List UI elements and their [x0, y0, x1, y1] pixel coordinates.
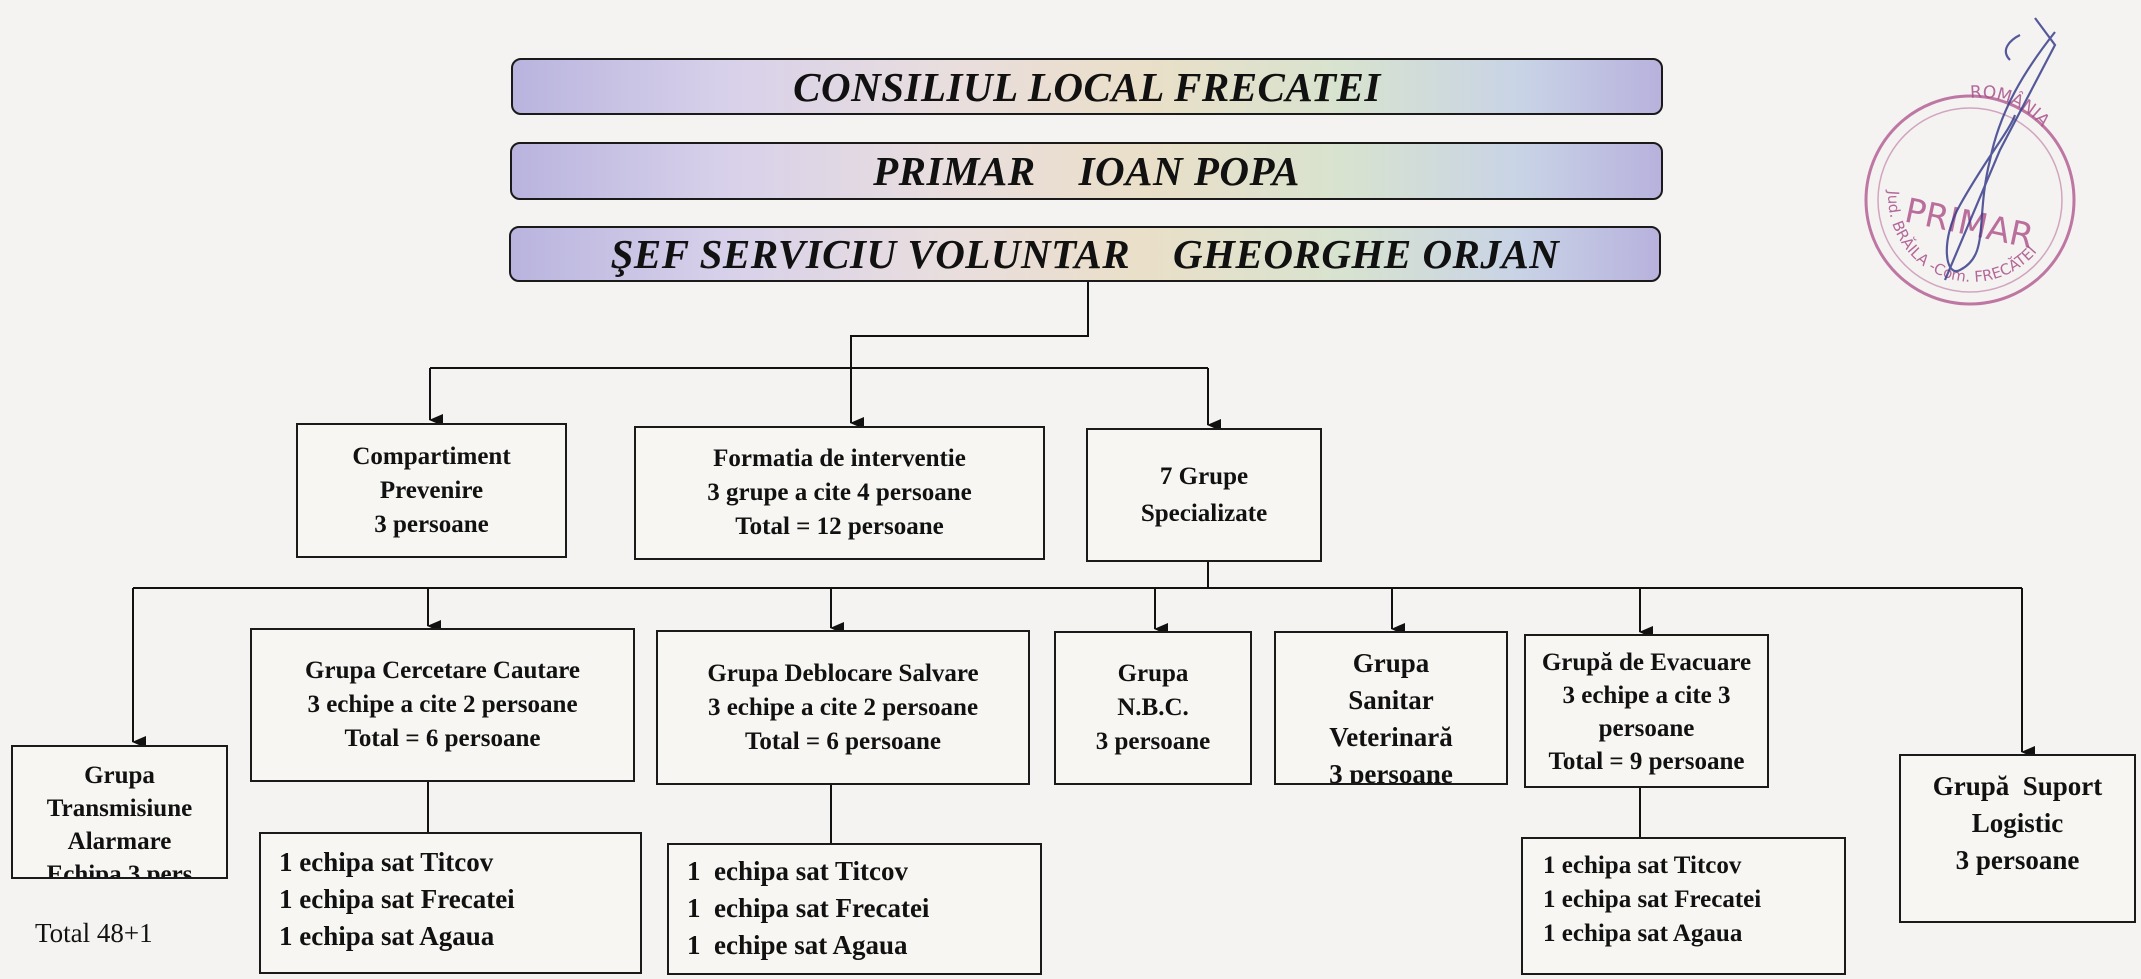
official-stamp: ROMÂNIA PRIMAR Jud. BRĂILA -Com. FRECĂTE…: [1864, 17, 2076, 306]
evacuation-team-1: 1 echipa sat Titcov: [1543, 852, 1742, 879]
nbc-line-3: 3 persoane: [1095, 728, 1211, 755]
search-group-box: Grupa Cercetare Cautare 3 echipe a cite …: [250, 628, 635, 782]
transmission-line-1: Grupa: [84, 762, 155, 789]
specialized-groups-box: 7 Grupe Specializate: [1086, 428, 1322, 562]
nbc-line-1: Grupa: [1117, 660, 1189, 687]
logistics-line-3: 3 persoane: [1955, 845, 2080, 875]
prevention-line-1: Compartiment: [352, 442, 511, 470]
specialized-line-3: Specializate: [1140, 500, 1268, 527]
intervention-line-2: 3 grupe a cite 4 persoane: [707, 479, 972, 506]
intervention-line-3: Total = 12 persoane: [735, 513, 944, 540]
search-line-3: Total = 6 persoane: [344, 725, 541, 752]
search-line-2: 3 echipe a cite 2 persoane: [307, 691, 578, 718]
search-team-2: 1 echipa sat Frecatei: [279, 884, 515, 914]
rescue-group-box: Grupa Deblocare Salvare 3 echipe a cite …: [656, 630, 1030, 785]
connector-chief-down: [850, 282, 1089, 368]
rescue-line-2: 3 echipe a cite 2 persoane: [707, 693, 979, 721]
search-team-1: 1 echipa sat Titcov: [279, 847, 494, 877]
transmission-line-2: Transmisiune: [46, 795, 193, 822]
council-banner: CONSILIUL LOCAL FRECATEI: [511, 58, 1663, 115]
intervention-box: Formatia de interventie 3 grupe a cite 4…: [634, 426, 1045, 560]
rescue-team-3: 1 echipe sat Agaua: [687, 930, 908, 960]
evacuation-group-box: Grupă de Evacuare 3 echipe a cite 3 pers…: [1524, 634, 1769, 788]
prevention-line-3: 3 persoane: [374, 510, 489, 538]
prevention-line-2: Prevenire: [379, 476, 484, 504]
rescue-team-1: 1 echipa sat Titcov: [687, 856, 909, 886]
logistics-line-1: Grupă Suport: [1932, 771, 2103, 801]
sanitary-line-4: 3 persoane: [1329, 759, 1453, 785]
mayor-banner: PRIMAR IOAN POPA: [510, 142, 1663, 200]
rescue-teams-box: 1 echipa sat Titcov 1 echipa sat Frecate…: [667, 843, 1042, 975]
search-line-1: Grupa Cercetare Cautare: [305, 657, 580, 684]
total-note: Total 48+1: [35, 918, 153, 948]
sanitary-group-box: Grupa Sanitar Veterinară 3 persoane: [1274, 631, 1508, 785]
logistics-line-2: Logistic: [1971, 808, 2064, 838]
specialized-line-1: 7 Grupe: [1159, 463, 1249, 490]
logistics-group-box: Grupă Suport Logistic 3 persoane: [1899, 754, 2136, 923]
evacuation-line-3: persoane: [1598, 715, 1695, 742]
evacuation-team-2: 1 echipa sat Frecatei: [1543, 886, 1762, 913]
rescue-line-1: Grupa Deblocare Salvare: [707, 659, 979, 687]
search-team-3: 1 echipa sat Agaua: [279, 921, 495, 951]
rescue-team-2: 1 echipa sat Frecatei: [687, 893, 930, 923]
search-teams-box: 1 echipa sat Titcov 1 echipa sat Frecate…: [259, 832, 642, 974]
nbc-group-box: Grupa N.B.C. 3 persoane: [1054, 631, 1252, 785]
sanitary-line-1: Grupa: [1352, 648, 1430, 678]
transmission-line-3: Alarmare: [67, 828, 172, 855]
prevention-box: Compartiment Prevenire 3 persoane: [296, 423, 567, 558]
evacuation-team-3: 1 echipa sat Agaua: [1543, 920, 1743, 947]
signature-mark: [1943, 17, 2057, 281]
rescue-line-3: Total = 6 persoane: [745, 727, 941, 755]
transmission-group-box: Grupa Transmisiune Alarmare Echipa 3 per…: [11, 745, 228, 879]
stamp-seal: ROMÂNIA PRIMAR Jud. BRĂILA -Com. FRECĂTE…: [1864, 82, 2076, 306]
nbc-line-2: N.B.C.: [1117, 694, 1189, 721]
evacuation-teams-box: 1 echipa sat Titcov 1 echipa sat Frecate…: [1521, 837, 1846, 975]
sanitary-line-2: Sanitar: [1348, 685, 1434, 715]
transmission-line-4: Echipa 3 pers: [46, 861, 193, 879]
chief-banner: ŞEF SERVICIU VOLUNTAR GHEORGHE ORJAN: [509, 226, 1661, 282]
sanitary-line-3: Veterinară: [1329, 722, 1453, 752]
evacuation-line-1: Grupă de Evacuare: [1541, 649, 1752, 676]
evacuation-line-2: 3 echipe a cite 3: [1562, 682, 1731, 709]
evacuation-line-4: Total = 9 persoane: [1548, 748, 1745, 775]
intervention-line-1: Formatia de interventie: [713, 445, 966, 472]
